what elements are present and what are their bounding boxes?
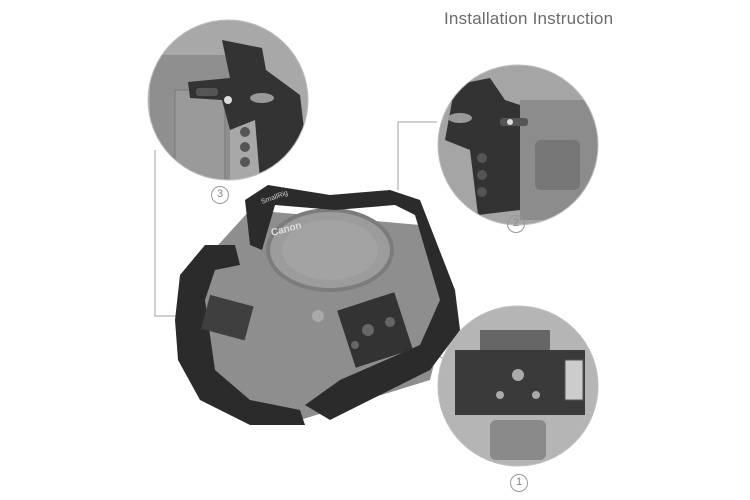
- detail-circle-step-2: [438, 65, 598, 225]
- step-number-1: 1: [510, 474, 528, 492]
- step-number-3: 3: [211, 186, 229, 204]
- detail-circle-step-1: [438, 306, 598, 466]
- camera-cage-product: SmallRig Canon: [175, 185, 460, 425]
- step-number-2: 2: [507, 215, 525, 233]
- page-title: Installation Instruction: [444, 9, 614, 28]
- detail-circle-step-3: [148, 20, 308, 180]
- circle-border-1: [437, 305, 599, 467]
- circle-border-3: [147, 19, 309, 181]
